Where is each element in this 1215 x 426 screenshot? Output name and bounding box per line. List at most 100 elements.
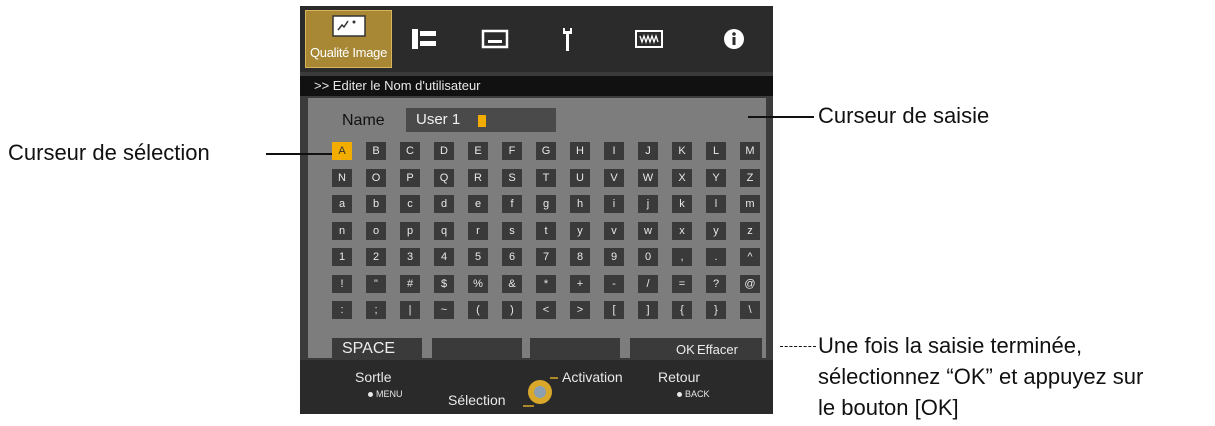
key-2-6[interactable]: g: [536, 195, 556, 213]
key-0-2[interactable]: C: [400, 142, 420, 160]
key-3-1[interactable]: o: [366, 221, 386, 240]
key-6-3[interactable]: ~: [434, 301, 454, 319]
key-6-9[interactable]: ]: [638, 301, 658, 319]
key-5-11[interactable]: ?: [706, 274, 726, 293]
key-1-12[interactable]: Z: [740, 168, 760, 187]
key-3-3[interactable]: q: [434, 221, 454, 240]
key-0-6[interactable]: G: [536, 142, 556, 160]
key-3-12[interactable]: z: [740, 221, 760, 240]
tab-picture-quality[interactable]: Qualité Image: [305, 10, 392, 68]
key-4-11[interactable]: .: [706, 248, 726, 266]
tab-installation[interactable]: [538, 10, 596, 68]
key-0-7[interactable]: H: [570, 142, 590, 160]
key-2-1[interactable]: b: [366, 195, 386, 213]
key-4-2[interactable]: 3: [400, 248, 420, 266]
key-3-7[interactable]: y: [570, 221, 590, 240]
key-2-2[interactable]: c: [400, 195, 420, 213]
key-0-10[interactable]: K: [672, 142, 692, 160]
key-3-0[interactable]: n: [332, 221, 352, 240]
key-4-8[interactable]: 9: [604, 248, 624, 266]
key-1-10[interactable]: X: [672, 168, 692, 187]
key-0-8[interactable]: I: [604, 142, 624, 160]
key-2-4[interactable]: e: [468, 195, 488, 213]
key-2-5[interactable]: f: [502, 195, 522, 213]
key-1-5[interactable]: S: [502, 168, 522, 187]
key-5-9[interactable]: /: [638, 274, 658, 293]
key-6-4[interactable]: (: [468, 301, 488, 319]
key-5-1[interactable]: ": [366, 274, 386, 293]
key-0-9[interactable]: J: [638, 142, 658, 160]
key-1-0[interactable]: N: [332, 168, 352, 187]
key-3-11[interactable]: y: [706, 221, 726, 240]
key-5-6[interactable]: *: [536, 274, 556, 293]
tab-input-signal[interactable]: [396, 10, 454, 68]
key-5-2[interactable]: #: [400, 274, 420, 293]
key-2-0[interactable]: a: [332, 195, 352, 213]
key-5-3[interactable]: $: [434, 274, 454, 293]
key-1-2[interactable]: P: [400, 168, 420, 187]
key-5-0[interactable]: !: [332, 274, 352, 293]
key-5-7[interactable]: +: [570, 274, 590, 293]
key-2-12[interactable]: m: [740, 195, 760, 213]
key-0-4[interactable]: E: [468, 142, 488, 160]
name-input[interactable]: User 1: [406, 108, 556, 132]
key-3-8[interactable]: v: [604, 221, 624, 240]
key-4-3[interactable]: 4: [434, 248, 454, 266]
key-3-10[interactable]: x: [672, 221, 692, 240]
key-6-6[interactable]: <: [536, 301, 556, 319]
key-1-6[interactable]: T: [536, 168, 556, 187]
key-5-10[interactable]: =: [672, 274, 692, 293]
key-6-2[interactable]: |: [400, 301, 420, 319]
key-1-7[interactable]: U: [570, 168, 590, 187]
tab-display[interactable]: [466, 10, 524, 68]
key-6-11[interactable]: }: [706, 301, 726, 319]
key-0-1[interactable]: B: [366, 142, 386, 160]
tab-information[interactable]: [705, 10, 763, 68]
tab-function[interactable]: [620, 10, 678, 68]
key-1-8[interactable]: V: [604, 168, 624, 187]
key-4-10[interactable]: ,: [672, 248, 692, 266]
key-2-10[interactable]: k: [672, 195, 692, 213]
key-3-2[interactable]: p: [400, 221, 420, 240]
key-4-5[interactable]: 6: [502, 248, 522, 266]
key-6-5[interactable]: ): [502, 301, 522, 319]
key-1-11[interactable]: Y: [706, 168, 726, 187]
key-3-6[interactable]: t: [536, 221, 556, 240]
ok-key[interactable]: OK: [676, 342, 695, 357]
key-0-5[interactable]: F: [502, 142, 522, 160]
key-1-9[interactable]: W: [638, 168, 658, 187]
key-2-9[interactable]: j: [638, 195, 658, 213]
key-2-11[interactable]: l: [706, 195, 726, 213]
key-6-8[interactable]: [: [604, 301, 624, 319]
key-5-4[interactable]: %: [468, 274, 488, 293]
key-1-3[interactable]: Q: [434, 168, 454, 187]
key-1-1[interactable]: O: [366, 168, 386, 187]
key-4-4[interactable]: 5: [468, 248, 488, 266]
key-6-10[interactable]: {: [672, 301, 692, 319]
key-0-3[interactable]: D: [434, 142, 454, 160]
key-4-6[interactable]: 7: [536, 248, 556, 266]
key-4-0[interactable]: 1: [332, 248, 352, 266]
key-0-0[interactable]: A: [332, 142, 352, 160]
key-4-9[interactable]: 0: [638, 248, 658, 266]
key-6-0[interactable]: :: [332, 301, 352, 319]
key-2-3[interactable]: d: [434, 195, 454, 213]
key-0-12[interactable]: M: [740, 142, 760, 160]
key-6-7[interactable]: >: [570, 301, 590, 319]
key-5-5[interactable]: &: [502, 274, 522, 293]
key-4-1[interactable]: 2: [366, 248, 386, 266]
key-6-1[interactable]: ;: [366, 301, 386, 319]
key-5-8[interactable]: -: [604, 274, 624, 293]
key-1-4[interactable]: R: [468, 168, 488, 187]
key-6-12[interactable]: \: [740, 301, 760, 319]
key-3-4[interactable]: r: [468, 221, 488, 240]
key-3-5[interactable]: s: [502, 221, 522, 240]
key-5-12[interactable]: @: [740, 274, 760, 293]
space-key[interactable]: SPACE: [332, 338, 422, 360]
key-4-12[interactable]: ^: [740, 248, 760, 266]
key-4-7[interactable]: 8: [570, 248, 590, 266]
key-0-11[interactable]: L: [706, 142, 726, 160]
key-3-9[interactable]: w: [638, 221, 658, 240]
key-2-8[interactable]: i: [604, 195, 624, 213]
key-2-7[interactable]: h: [570, 195, 590, 213]
